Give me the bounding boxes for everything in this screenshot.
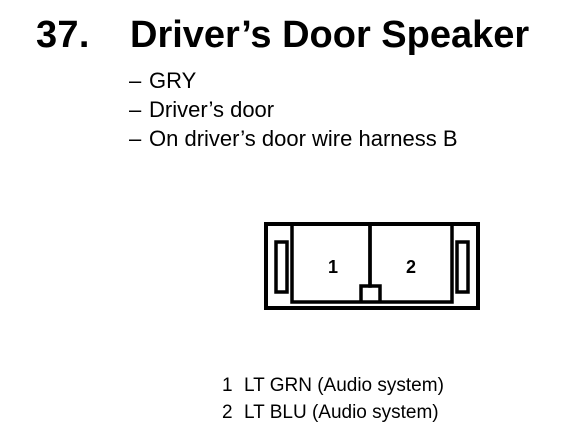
pin-description: LT GRN (Audio system): [244, 375, 444, 396]
terminal-label-2: 2: [406, 257, 416, 277]
info-color: –GRY: [129, 66, 458, 95]
pin-row: 1 LT GRN (Audio system): [222, 372, 444, 399]
dash-glyph: –: [129, 126, 142, 151]
info-location: –Driver’s door: [129, 95, 458, 124]
pin-number: 1: [222, 375, 233, 396]
pin-row: 2 LT BLU (Audio system): [222, 399, 444, 426]
connector-right-latch: [455, 240, 470, 294]
dash-glyph: –: [129, 97, 142, 122]
connector-outer-shell: [264, 222, 480, 310]
dash-glyph: –: [129, 68, 142, 93]
connector-inner-housing: [290, 222, 454, 304]
section-number: 37.: [36, 14, 90, 56]
pin-description: LT BLU (Audio system): [244, 402, 439, 423]
info-harness: –On driver’s door wire harness B: [129, 124, 458, 153]
connector-left-latch: [274, 240, 289, 294]
info-text: GRY: [149, 68, 197, 93]
pin-assignment-list: 1 LT GRN (Audio system) 2 LT BLU (Audio sy…: [222, 372, 444, 426]
info-text: On driver’s door wire harness B: [149, 126, 458, 151]
connector-info-list: –GRY –Driver’s door –On driver’s door wi…: [129, 66, 458, 153]
pin-number: 2: [222, 402, 233, 423]
info-text: Driver’s door: [149, 97, 275, 122]
terminal-label-1: 1: [328, 257, 338, 277]
connector-keyway-notch: [368, 224, 382, 302]
connector-diagram: 1 2: [264, 222, 480, 310]
page-title: Driver’s Door Speaker: [130, 14, 530, 56]
page-heading: 37. Driver’s Door Speaker: [0, 12, 576, 58]
